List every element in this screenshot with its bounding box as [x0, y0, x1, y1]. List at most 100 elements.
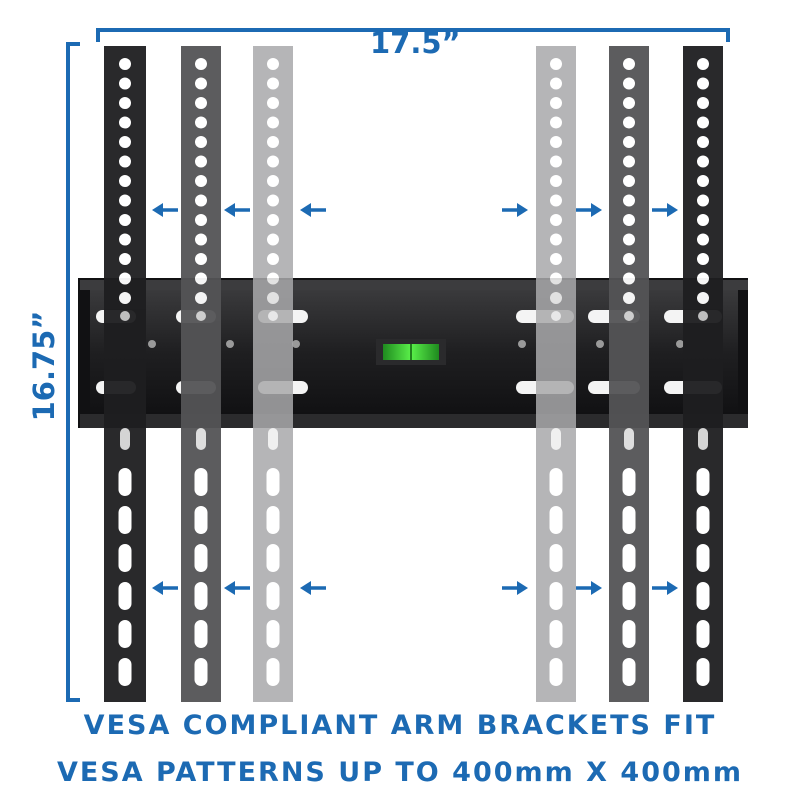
arm-slot: [696, 506, 710, 534]
arm-hole: [550, 58, 562, 70]
wall-plate-top-edge: [80, 280, 748, 290]
plate-bolt: [292, 340, 300, 348]
arm-hole: [698, 311, 708, 321]
arm-hole: [195, 233, 207, 246]
plate-bolt: [596, 340, 604, 348]
arm-hole: [119, 77, 131, 90]
arm-hole: [195, 58, 207, 70]
arrow-head: [667, 203, 678, 217]
arm-hole: [697, 214, 709, 226]
arm-hole: [550, 97, 562, 109]
arm-hole: [195, 253, 207, 265]
arm-hole: [119, 253, 131, 265]
arm-slot: [551, 428, 561, 450]
arrow-icon: [224, 581, 250, 595]
arm-slot: [266, 506, 280, 534]
arm-slot: [696, 582, 710, 610]
dimension-lines: [66, 28, 730, 702]
arm-hole: [195, 194, 207, 207]
arm-hole: [623, 253, 635, 265]
arm-slot: [549, 544, 563, 572]
arm-hole: [623, 97, 635, 109]
arm-slot: [118, 582, 132, 610]
arm-hole: [623, 292, 635, 304]
arm-slot: [549, 658, 563, 686]
arm-slot: [268, 428, 278, 450]
arrow-head: [300, 581, 311, 595]
arrow-icons: [152, 203, 678, 595]
arm-slot: [624, 428, 634, 450]
height-dimension-label: 16.75”: [27, 310, 61, 422]
arm-hole: [267, 194, 279, 207]
arm-hole: [697, 77, 709, 90]
arrow-icon: [502, 581, 528, 595]
plate-bolt: [518, 340, 526, 348]
arrow-icon: [576, 203, 602, 217]
bracket-arms: [104, 46, 723, 702]
arm-hole: [119, 292, 131, 304]
arm-slot: [118, 620, 132, 648]
arm-hole: [697, 272, 709, 285]
arm-slot: [194, 658, 208, 686]
arm-hole: [697, 292, 709, 304]
arm-hole: [195, 116, 207, 129]
arm-hole: [267, 214, 279, 226]
arrow-head: [517, 581, 528, 595]
arm-slot: [118, 544, 132, 572]
arm-hole: [267, 272, 279, 285]
arm-hole: [551, 311, 561, 321]
arm-slot: [696, 544, 710, 572]
arm-hole: [550, 292, 562, 304]
arrow-head: [591, 581, 602, 595]
arrow-icon: [652, 581, 678, 595]
arm-hole: [267, 155, 279, 168]
arm-hole: [119, 58, 131, 70]
arm-hole: [267, 253, 279, 265]
arm-hole: [697, 136, 709, 148]
arm-hole: [550, 233, 562, 246]
arm-hole: [267, 116, 279, 129]
arm-hole: [623, 116, 635, 129]
arm-hole: [623, 194, 635, 207]
arm-hole: [119, 116, 131, 129]
arrow-icon: [652, 203, 678, 217]
arm-hole: [550, 136, 562, 148]
arm-hole: [119, 272, 131, 285]
arm-slot: [266, 658, 280, 686]
arm-hole: [195, 292, 207, 304]
arm-slot: [698, 428, 708, 450]
arm-hole: [697, 97, 709, 109]
arm-slot: [622, 544, 636, 572]
arm-hole: [119, 175, 131, 187]
arm-slot: [266, 620, 280, 648]
arm-slot: [622, 620, 636, 648]
height-dimension-line: [66, 42, 80, 702]
arm-slot: [549, 620, 563, 648]
arrow-head: [517, 203, 528, 217]
arrow-icon: [152, 581, 178, 595]
arm-hole: [267, 175, 279, 187]
arm-hole: [550, 77, 562, 90]
bracket-arm: [181, 46, 221, 702]
arm-hole: [267, 136, 279, 148]
arm-hole: [550, 155, 562, 168]
arm-hole: [550, 272, 562, 285]
arm-hole: [119, 97, 131, 109]
arm-slot: [118, 506, 132, 534]
arm-hole: [195, 214, 207, 226]
arrow-head: [591, 203, 602, 217]
arm-hole: [550, 253, 562, 265]
plate-bolt: [148, 340, 156, 348]
arm-slot: [622, 658, 636, 686]
arm-slot: [194, 468, 208, 496]
arm-hole: [267, 58, 279, 70]
arm-hole: [697, 116, 709, 129]
arm-hole: [697, 155, 709, 168]
arrow-head: [300, 203, 311, 217]
arm-hole: [267, 233, 279, 246]
arm-hole: [550, 194, 562, 207]
bracket-arm: [683, 46, 723, 702]
arm-hole: [195, 272, 207, 285]
arm-hole: [267, 77, 279, 90]
